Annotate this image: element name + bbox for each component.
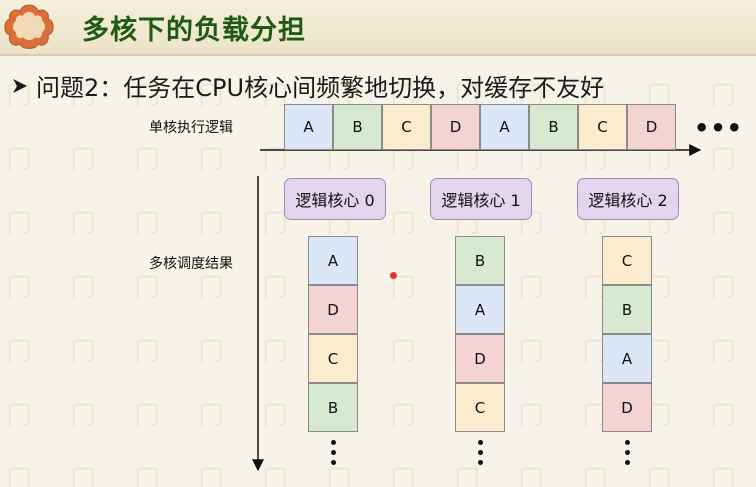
timeline-task-cell: B bbox=[333, 104, 382, 150]
timeline-task-cell: D bbox=[431, 104, 480, 150]
timeline-task-cell: A bbox=[480, 104, 529, 150]
cloud-logo-icon bbox=[4, 4, 54, 49]
core-0-ellipsis bbox=[328, 440, 338, 470]
timeline-task-cell: D bbox=[627, 104, 676, 150]
timeline-ellipsis: ••• bbox=[694, 114, 744, 142]
timeline-task-cell: C bbox=[578, 104, 627, 150]
arrow-bullet-icon bbox=[13, 78, 27, 93]
slide-header: 多核下的负载分担 bbox=[0, 0, 756, 56]
core-2-task-cell: B bbox=[602, 285, 652, 334]
timeline-task-cell: A bbox=[284, 104, 333, 150]
core-2-header: 逻辑核心 2 bbox=[577, 178, 679, 220]
core-1-task-cell: D bbox=[455, 334, 505, 383]
core-1-task-cell: B bbox=[455, 236, 505, 285]
core-2-task-cell: C bbox=[602, 236, 652, 285]
page-title: 多核下的负载分担 bbox=[82, 15, 306, 46]
core-2-task-cell: D bbox=[602, 383, 652, 432]
timeline-task-cell: B bbox=[529, 104, 578, 150]
bullet-text: 问题2：任务在CPU核心间频繁地切换，对缓存不友好 bbox=[36, 74, 605, 102]
timeline-label: 单核执行逻辑 bbox=[149, 120, 233, 136]
core-1-task-cell: A bbox=[455, 285, 505, 334]
core-2-task-cell: A bbox=[602, 334, 652, 383]
laser-pointer-dot bbox=[390, 272, 397, 279]
timeline-task-cell: C bbox=[382, 104, 431, 150]
core-2-ellipsis bbox=[622, 440, 632, 470]
core-0-task-cell: D bbox=[308, 285, 358, 334]
schedule-label: 多核调度结果 bbox=[149, 256, 233, 272]
core-0-header: 逻辑核心 0 bbox=[284, 178, 386, 220]
bullet-point: 问题2：任务在CPU核心间频繁地切换，对缓存不友好 bbox=[10, 68, 604, 103]
core-1-ellipsis bbox=[475, 440, 485, 470]
core-1-task-cell: C bbox=[455, 383, 505, 432]
core-0-task-cell: A bbox=[308, 236, 358, 285]
core-0-task-cell: B bbox=[308, 383, 358, 432]
core-1-header: 逻辑核心 1 bbox=[430, 178, 532, 220]
core-0-task-cell: C bbox=[308, 334, 358, 383]
